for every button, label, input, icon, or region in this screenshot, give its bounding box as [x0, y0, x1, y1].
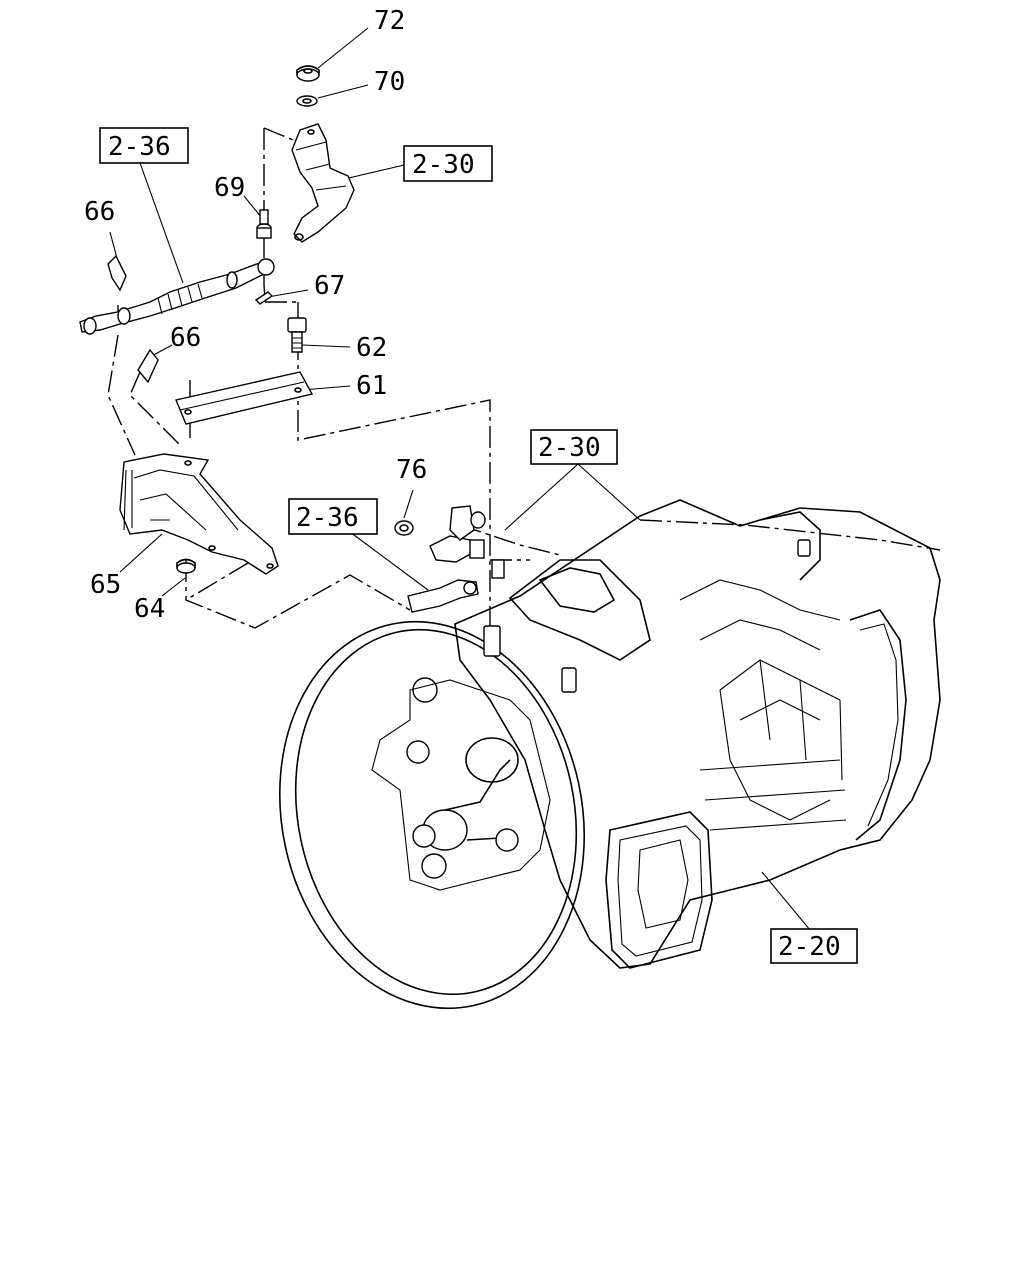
ref-box-2-36-upper[interactable]: 2-36 — [99, 127, 189, 164]
lever-bracket — [291, 123, 355, 243]
callout-69: 69 — [214, 173, 245, 203]
pin-69 — [256, 209, 272, 239]
callout-76: 76 — [396, 455, 427, 485]
ref-2-36-upper-label: 2-36 — [108, 132, 171, 162]
ref-2-20-label: 2-20 — [778, 932, 841, 962]
washer-70 — [296, 95, 318, 107]
ref-2-30-upper-label: 2-30 — [412, 150, 475, 180]
hose-2-36 — [407, 579, 479, 613]
callout-66-upper: 66 — [84, 197, 115, 227]
part-callouts: 72 70 69 66 67 66 62 61 76 65 64 — [84, 6, 427, 624]
support-bracket-65 — [119, 453, 279, 575]
transmission-assembly — [278, 499, 941, 1010]
leader-lines — [109, 27, 811, 931]
clip-66-lower — [137, 348, 159, 384]
callout-72: 72 — [374, 6, 405, 36]
nut-72 — [296, 65, 320, 82]
clip-67 — [254, 291, 274, 305]
callout-67: 67 — [314, 271, 345, 301]
ref-box-2-30-upper[interactable]: 2-30 — [403, 145, 493, 182]
nut-76 — [394, 520, 414, 536]
callout-65: 65 — [90, 570, 121, 600]
callout-64: 64 — [134, 594, 165, 624]
callout-62: 62 — [356, 333, 387, 363]
callout-66-lower: 66 — [170, 323, 201, 353]
callout-70: 70 — [374, 67, 405, 97]
switch-bracket — [429, 505, 505, 579]
reference-boxes: 2-36 2-30 2-30 2-36 2-20 — [99, 127, 858, 964]
nut-64 — [176, 558, 196, 574]
ref-2-36-lower-label: 2-36 — [296, 503, 359, 533]
cable-assembly — [79, 258, 275, 335]
clip-66-upper — [107, 254, 127, 292]
callout-61: 61 — [356, 371, 387, 401]
bracket-61 — [175, 371, 314, 425]
bolt-62 — [287, 317, 307, 353]
ref-box-2-30-lower[interactable]: 2-30 — [530, 429, 618, 465]
ref-box-2-20[interactable]: 2-20 — [770, 928, 858, 964]
ref-2-30-lower-label: 2-30 — [538, 433, 601, 463]
ref-box-2-36-lower[interactable]: 2-36 — [288, 498, 378, 535]
